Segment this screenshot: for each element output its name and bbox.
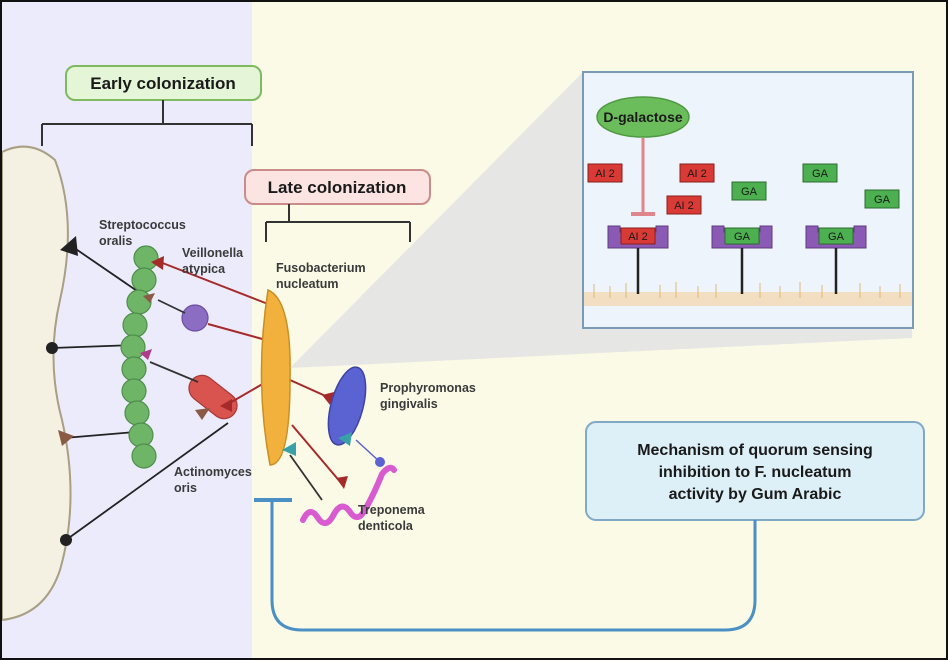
veillonella-label-2: atypica [182, 262, 226, 276]
zoom-cone [290, 72, 583, 368]
attachment-adhesin [58, 430, 74, 446]
fusobacterium-cell [260, 288, 291, 466]
early-bracket [41, 100, 253, 146]
attachment-dot [46, 342, 58, 354]
receptor-1 [607, 225, 669, 294]
actinomyces-label-1: Actinomyces [174, 465, 252, 479]
mechanism-line-3: activity by Gum Arabic [669, 486, 842, 503]
treponema-cell [300, 464, 397, 527]
strep-adhesin [140, 349, 152, 360]
ai2-chip-label: AI 2 [687, 168, 707, 180]
fusobacterium-label-1: Fusobacterium [276, 261, 366, 275]
ai2-chip-label: AI 2 [595, 168, 615, 180]
streptococcus-label-1: Streptococcus [99, 218, 186, 232]
veillonella-label-1: Veillonella [182, 246, 244, 260]
porphyromonas-label-1: Prophyromonas [380, 381, 476, 395]
bound-ga-label: GA [734, 231, 751, 243]
membrane-lipids [593, 282, 901, 298]
mechanism-line-2: inhibition to F. nucleatum [659, 464, 852, 481]
late-colonization-box [244, 169, 431, 205]
ga-chip-label: GA [874, 194, 891, 206]
treponema-label-1: Treponema [358, 503, 426, 517]
tooth-surface [0, 145, 72, 622]
free-ga-molecules [731, 163, 900, 209]
porphyromonas-label-2: gingivalis [380, 397, 438, 411]
receptor-3 [805, 225, 867, 294]
late-colonization-label: Late colonization [268, 178, 407, 197]
early-colonization-label: Early colonization [90, 74, 235, 93]
treponema-label-2: denticola [358, 519, 414, 533]
receptor-2 [711, 225, 773, 294]
d-galactose-molecule [596, 96, 690, 138]
attachment-triangle [60, 236, 78, 256]
veillonella-cell [181, 304, 209, 332]
cell-membrane [584, 292, 912, 306]
inhibition-connector [270, 500, 757, 632]
ai2-chip-label: AI 2 [674, 200, 694, 212]
attachment-dot [60, 534, 72, 546]
mechanism-line-1: Mechanism of quorum sensing [637, 442, 873, 459]
bound-ai2-label: AI 2 [628, 231, 648, 243]
ga-chip-label: GA [812, 168, 829, 180]
actinomyces-label-2: oris [174, 481, 197, 495]
porphyromonas-cell [327, 366, 367, 446]
d-galactose-label: D-galactose [603, 109, 683, 125]
bound-ga-label: GA [828, 231, 845, 243]
strep-adhesin [143, 293, 155, 303]
ga-chip-label: GA [741, 186, 758, 198]
streptococcus-chain [120, 245, 159, 469]
streptococcus-label-2: oralis [99, 234, 132, 248]
fusobacterium-label-2: nucleatum [276, 277, 339, 291]
free-ai2-molecules [587, 163, 715, 215]
late-bracket [265, 204, 411, 242]
